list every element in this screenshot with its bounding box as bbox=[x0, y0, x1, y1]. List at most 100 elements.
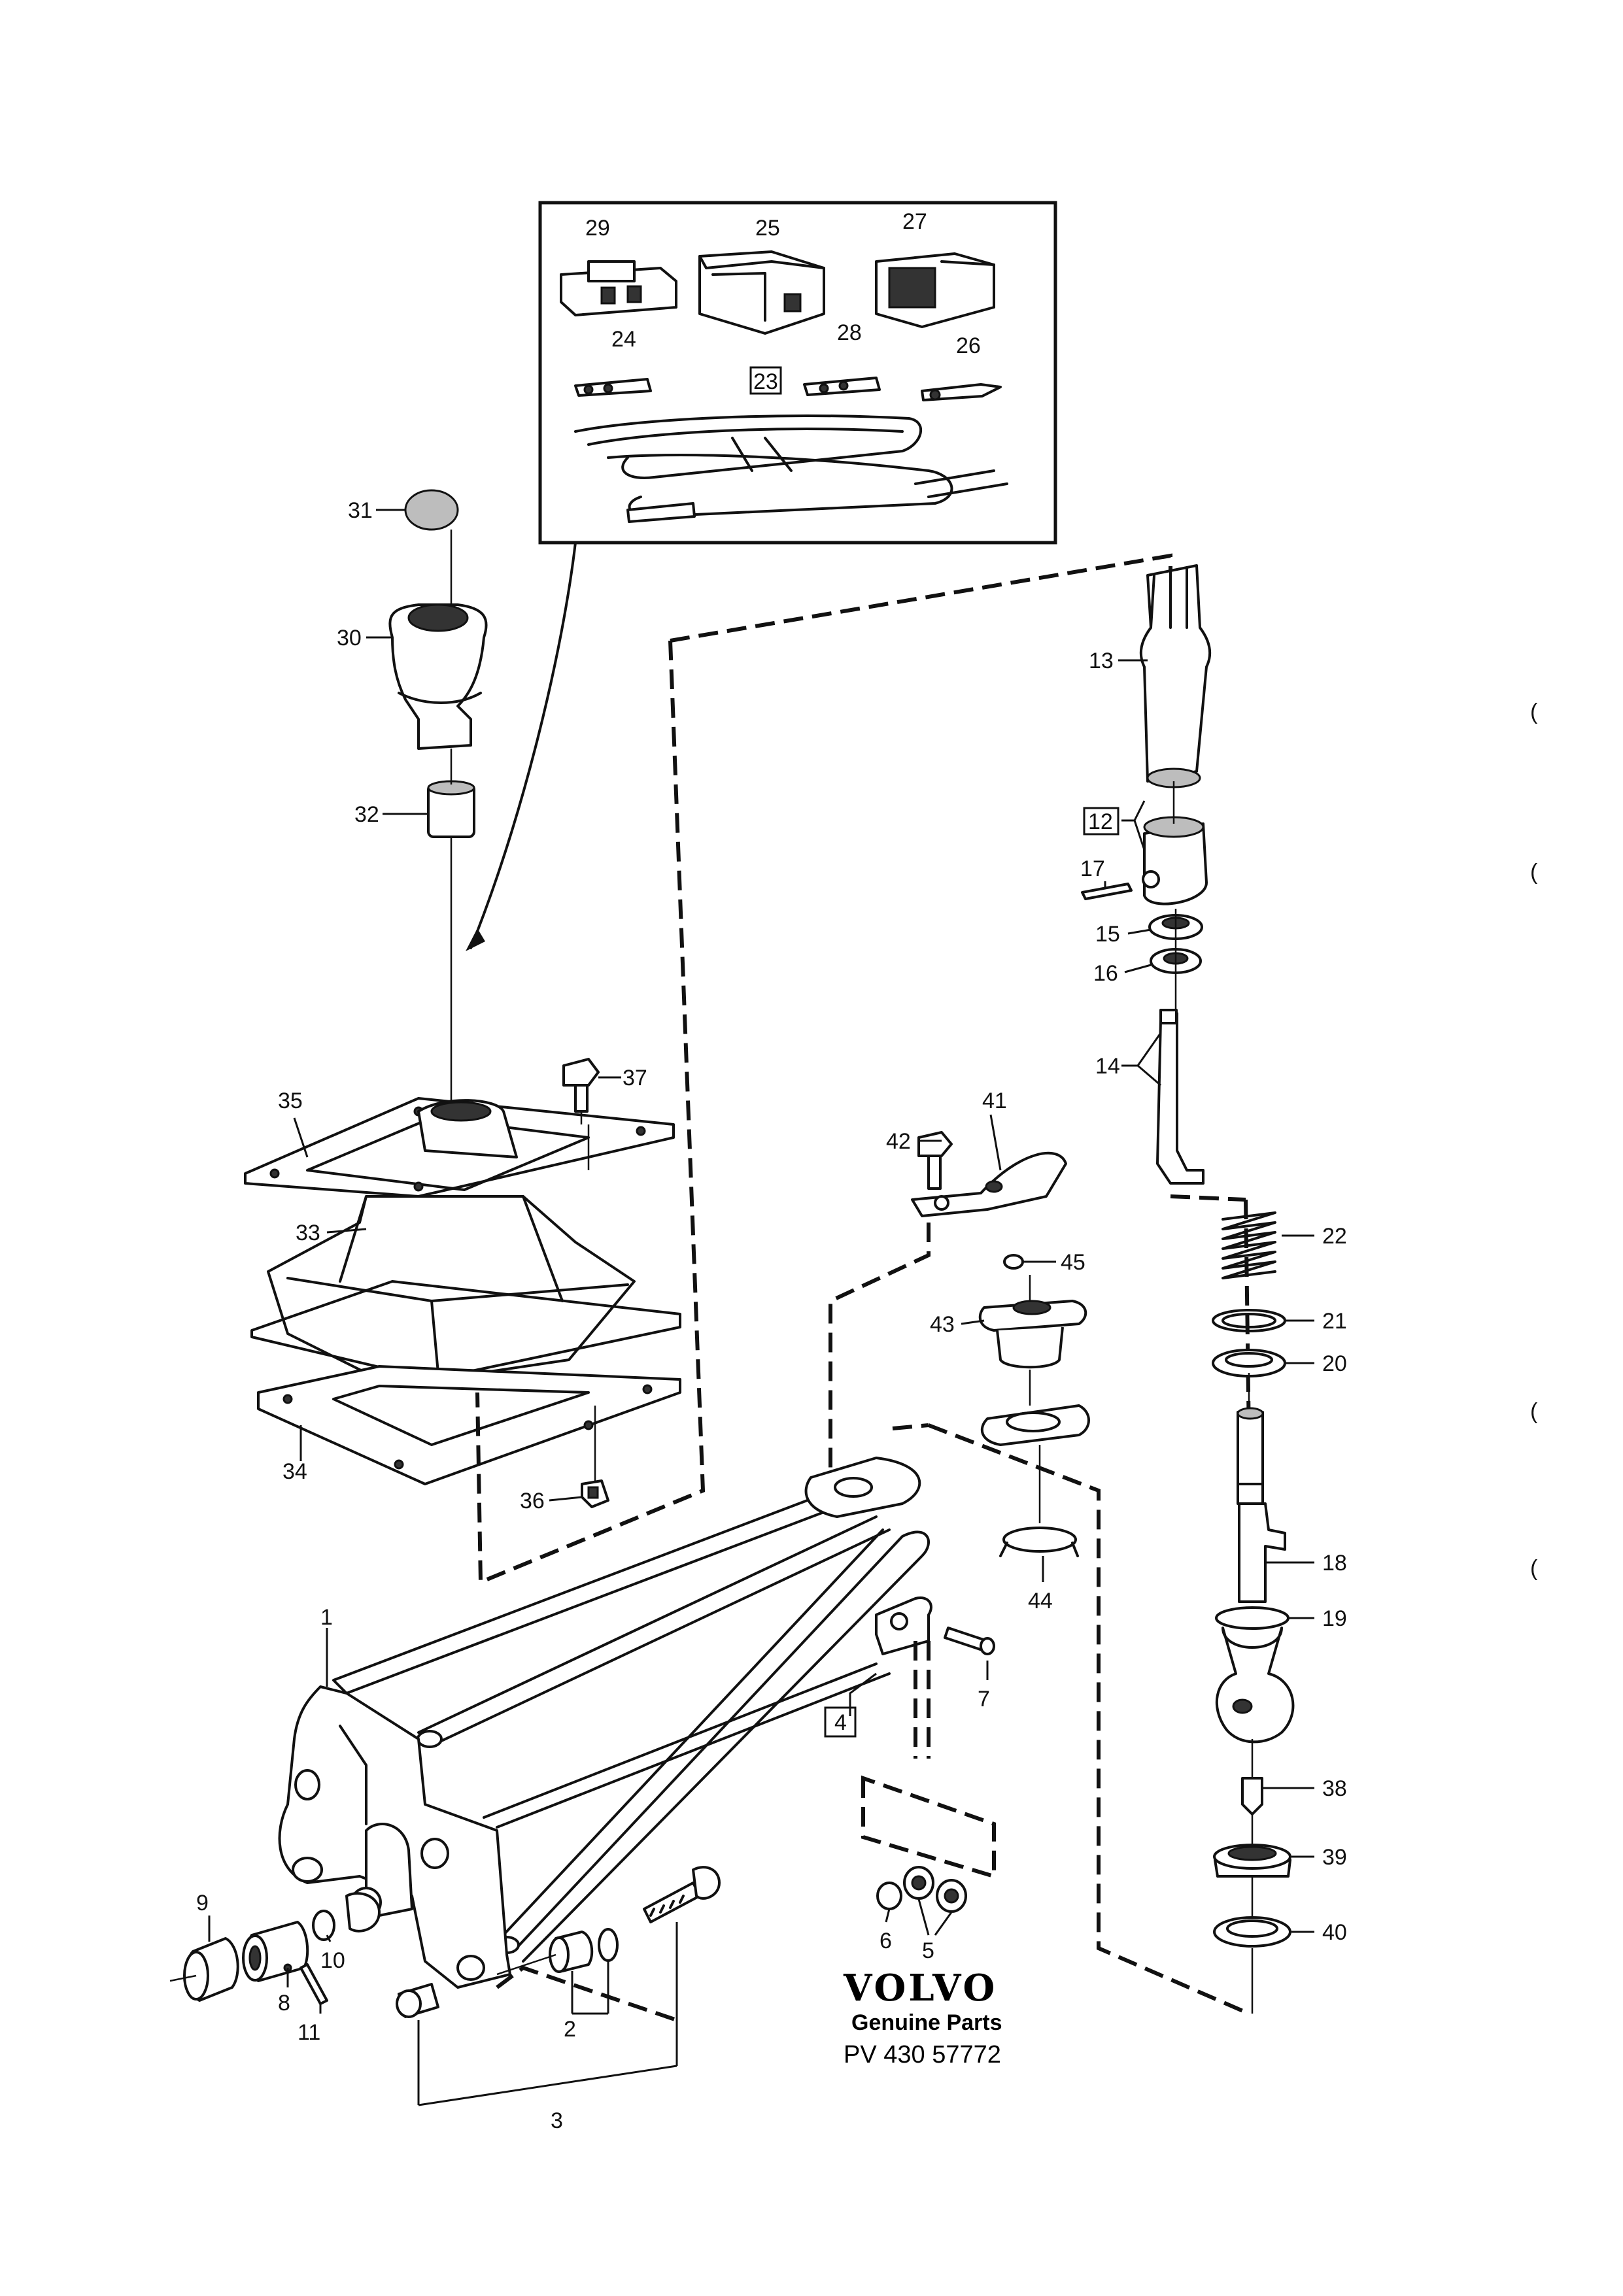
bolt-42 bbox=[917, 1131, 953, 1190]
brand-logo: VOLVO bbox=[843, 1967, 997, 2010]
label-17: 17 bbox=[1080, 856, 1105, 881]
clip-36 bbox=[581, 1479, 609, 1508]
terminal-28 bbox=[803, 377, 881, 396]
label-15: 15 bbox=[1095, 922, 1120, 947]
boot-upper bbox=[417, 1099, 518, 1158]
label-33: 33 bbox=[296, 1221, 320, 1245]
dash-left bbox=[475, 640, 706, 1585]
label-12: 12 bbox=[1088, 809, 1113, 834]
bushing-2 bbox=[549, 1931, 594, 1973]
label-5: 5 bbox=[922, 1938, 934, 1963]
box-4 bbox=[824, 1706, 857, 1738]
terminal-24 bbox=[574, 378, 652, 397]
label-14: 14 bbox=[1095, 1054, 1120, 1079]
dash-top bbox=[670, 553, 1172, 643]
margin-mark-2: ( bbox=[1530, 860, 1538, 885]
label-3: 3 bbox=[551, 2108, 563, 2133]
terminal-26 bbox=[921, 383, 1002, 401]
pin-11 bbox=[299, 1963, 328, 2005]
label-31: 31 bbox=[348, 498, 373, 523]
label-41: 41 bbox=[982, 1089, 1007, 1113]
label-11: 11 bbox=[298, 2020, 320, 2045]
bushing-8 bbox=[242, 1921, 309, 1982]
bracket-14 bbox=[1156, 1009, 1204, 1185]
label-22: 22 bbox=[1322, 1224, 1347, 1249]
dash-bottom bbox=[496, 1965, 677, 2022]
label-16: 16 bbox=[1093, 961, 1118, 986]
margin-mark-4: ( bbox=[1530, 1556, 1538, 1581]
pin-7 bbox=[944, 1627, 995, 1655]
o-ring-45 bbox=[1003, 1254, 1024, 1270]
label-45: 45 bbox=[1061, 1250, 1085, 1275]
label-20: 20 bbox=[1322, 1351, 1347, 1376]
base-plate-34 bbox=[257, 1365, 681, 1485]
label-42: 42 bbox=[886, 1129, 911, 1154]
margin-marks: ( ( ( ( bbox=[1530, 700, 1538, 1581]
margin-mark-3: ( bbox=[1530, 1399, 1538, 1424]
label-23: 23 bbox=[753, 369, 778, 394]
bolt-37 bbox=[562, 1058, 600, 1124]
bushing-5 bbox=[903, 1866, 967, 1913]
label-44: 44 bbox=[1028, 1589, 1053, 1613]
connector-27 bbox=[875, 252, 995, 328]
plate-41 bbox=[911, 1151, 1067, 1217]
bracket-3 bbox=[417, 1922, 678, 2106]
label-27: 27 bbox=[902, 209, 927, 234]
label-26: 26 bbox=[956, 333, 981, 358]
sleeve-3 bbox=[396, 1983, 439, 2018]
connector-25 bbox=[698, 250, 825, 335]
brand-subtitle: Genuine Parts bbox=[851, 2010, 1002, 2035]
lever-18 bbox=[1237, 1407, 1286, 1603]
part-code: PV 430 57772 bbox=[844, 2041, 1001, 2068]
box-12 bbox=[1083, 807, 1119, 836]
label-4: 4 bbox=[834, 1710, 847, 1735]
bolt-axis-bottom bbox=[496, 1953, 556, 1976]
label-40: 40 bbox=[1322, 1920, 1347, 1945]
label-19: 19 bbox=[1322, 1606, 1347, 1631]
bushing-9 bbox=[169, 1937, 239, 2002]
label-10: 10 bbox=[320, 1948, 345, 1973]
lever-lower-12 bbox=[1142, 816, 1208, 905]
dash-mid bbox=[829, 1223, 931, 1504]
ring-10 bbox=[312, 1910, 335, 1941]
leader-lines bbox=[208, 509, 1314, 2014]
housing-43 bbox=[978, 1275, 1087, 1369]
brand-block: VOLVO Genuine Parts PV 430 57772 bbox=[843, 1967, 1002, 2068]
label-2: 2 bbox=[564, 2017, 576, 2042]
label-38: 38 bbox=[1322, 1776, 1347, 1801]
gasket bbox=[980, 1404, 1090, 1446]
label-37: 37 bbox=[623, 1066, 647, 1090]
bushing-32 bbox=[427, 780, 475, 838]
washer-2b bbox=[598, 1928, 619, 1962]
washer-6 bbox=[876, 1882, 902, 1910]
dash-right-mid bbox=[1244, 1199, 1251, 1439]
ball-joint-19 bbox=[1215, 1606, 1295, 1744]
label-35: 35 bbox=[278, 1089, 303, 1113]
label-36: 36 bbox=[520, 1489, 545, 1513]
base-plate-middle bbox=[250, 1280, 681, 1381]
box-23 bbox=[749, 366, 782, 395]
dash-connector bbox=[892, 1423, 929, 1430]
label-6: 6 bbox=[880, 1929, 892, 1953]
reference-arrow bbox=[470, 541, 577, 949]
bracket-2 bbox=[571, 1961, 609, 2015]
wiring-harness bbox=[574, 414, 1008, 523]
label-34: 34 bbox=[282, 1459, 307, 1484]
frame-1 bbox=[278, 1457, 932, 1989]
dash-box-5-6 bbox=[861, 1775, 996, 1880]
connector-29 bbox=[560, 260, 677, 316]
bracket-5 bbox=[917, 1899, 953, 1936]
boot-33 bbox=[267, 1195, 636, 1387]
washer-40 bbox=[1213, 1916, 1291, 1948]
label-32: 32 bbox=[354, 802, 379, 827]
pin-17 bbox=[1081, 883, 1133, 900]
label-25: 25 bbox=[755, 216, 780, 241]
label-8: 8 bbox=[278, 1991, 290, 2016]
washer-20 bbox=[1212, 1349, 1286, 1377]
label-21: 21 bbox=[1322, 1309, 1347, 1334]
screw-38 bbox=[1241, 1777, 1263, 1815]
label-7: 7 bbox=[978, 1687, 990, 1712]
dash-right-lower bbox=[927, 1423, 1250, 2016]
label-24: 24 bbox=[611, 327, 636, 352]
label-28: 28 bbox=[837, 320, 862, 345]
